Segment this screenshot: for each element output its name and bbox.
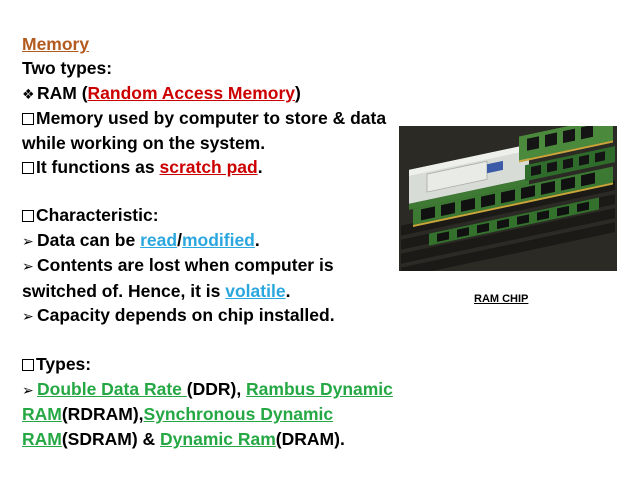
spacer <box>22 179 422 203</box>
types-line-3: RAM(SDRAM) & Dynamic Ram(DRAM). <box>22 427 422 451</box>
memory-desc-text-2: while working on the system. <box>22 132 266 153</box>
ram-chip-caption: RAM CHIP <box>474 293 529 305</box>
types-line-1: ➢Double Data Rate (DDR), Rambus Dynamic <box>22 377 422 402</box>
memory-desc-line-1: Memory used by computer to store & data <box>22 106 422 130</box>
contents-lost-prefix: switched of. Hence, it is <box>22 280 226 301</box>
slash-text: / <box>177 229 182 250</box>
scratch-pad-line: It functions as scratch pad. <box>22 155 422 179</box>
memory-heading: Memory <box>22 34 90 54</box>
dynamic-ram-link[interactable]: Dynamic Ram <box>160 428 276 449</box>
memory-desc-text-1: Memory used by computer to store & data <box>36 108 387 129</box>
rambus-link-part-2[interactable]: RAM <box>22 404 62 425</box>
rdram-abbr: (RDRAM), <box>61 404 144 425</box>
checkbox-bullet-icon <box>22 162 34 175</box>
two-types-line: Two types: <box>22 56 422 80</box>
contents-lost-line-2: switched of. Hence, it is volatile. <box>22 279 422 303</box>
arrow-bullet-icon: ➢ <box>22 308 34 325</box>
characteristic-heading-line: Characteristic: <box>22 203 422 227</box>
sdram-abbr: (SDRAM) & <box>61 428 161 449</box>
types-line-2: RAM(RDRAM),Synchronous Dynamic <box>22 402 422 426</box>
synchronous-link-part-1[interactable]: Synchronous Dynamic <box>143 404 334 425</box>
dram-abbr: (DRAM). <box>275 428 345 449</box>
capacity-text: Capacity depends on chip installed. <box>37 305 335 326</box>
spacer <box>22 328 422 352</box>
arrow-bullet-icon: ➢ <box>22 381 34 398</box>
memory-heading-line: Memory <box>22 32 422 56</box>
scratch-prefix: It functions as <box>36 157 160 178</box>
checkbox-bullet-icon <box>22 359 34 372</box>
rambus-link-part-1[interactable]: Rambus Dynamic <box>246 378 393 399</box>
random-access-memory-link[interactable]: Random Access Memory <box>87 82 296 103</box>
contents-lost-line-1: ➢Contents are lost when computer is <box>22 253 422 278</box>
ddr-abbr: (DDR), <box>186 378 247 399</box>
contents-lost-suffix: . <box>285 280 291 301</box>
read-link[interactable]: read <box>140 229 178 250</box>
ram-line: ❖RAM (Random Access Memory) <box>22 81 422 106</box>
memory-desc-line-2: while working on the system. <box>22 131 422 155</box>
read-modified-line: ➢Data can be read/modified. <box>22 228 422 253</box>
slide-text: Memory Two types: ❖RAM (Random Access Me… <box>22 32 422 451</box>
types-heading: Types: <box>36 354 92 375</box>
ram-chip-image <box>399 126 617 271</box>
checkbox-bullet-icon <box>22 210 34 223</box>
characteristic-heading: Characteristic: <box>36 205 159 226</box>
types-heading-line: Types: <box>22 352 422 376</box>
ddr-link[interactable]: Double Data Rate <box>37 378 187 399</box>
arrow-bullet-icon: ➢ <box>22 258 34 275</box>
ram-prefix: RAM ( <box>37 82 88 103</box>
two-types-text: Two types: <box>22 58 113 79</box>
volatile-link[interactable]: volatile <box>225 280 286 301</box>
arrow-bullet-icon: ➢ <box>22 232 34 249</box>
checkbox-bullet-icon <box>22 113 34 126</box>
capacity-line: ➢Capacity depends on chip installed. <box>22 303 422 328</box>
ram-suffix: ) <box>295 82 301 103</box>
scratch-suffix: . <box>257 157 263 178</box>
rw-prefix: Data can be <box>37 229 141 250</box>
contents-lost-text-1: Contents are lost when computer is <box>37 255 334 276</box>
diamond-bullet-icon: ❖ <box>22 85 35 102</box>
scratch-pad-link[interactable]: scratch pad <box>159 157 258 178</box>
rw-suffix: . <box>254 229 260 250</box>
synchronous-link-part-2[interactable]: RAM <box>22 428 62 449</box>
modified-link[interactable]: modified <box>181 229 255 250</box>
